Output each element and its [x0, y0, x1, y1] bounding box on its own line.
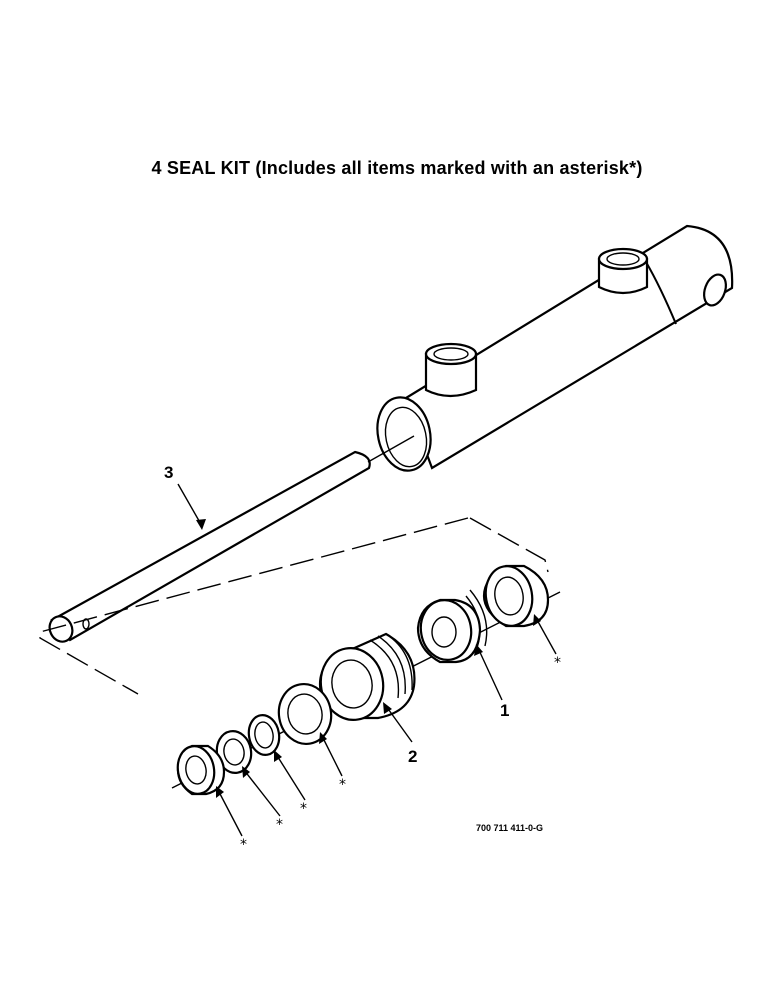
- rod-seal: [277, 683, 333, 745]
- wiper-seal-left: [176, 744, 226, 796]
- backup-ring: [215, 730, 253, 774]
- asterisk-mark: *: [240, 837, 247, 853]
- callout-item-2: 2: [408, 747, 417, 766]
- barrel-port-1: [424, 342, 478, 398]
- assembly-dash-line: [39, 517, 549, 695]
- asterisk-mark: *: [300, 801, 307, 817]
- asterisk-mark: *: [554, 655, 561, 671]
- cylinder-barrel: [376, 224, 734, 472]
- o-ring: [247, 714, 281, 756]
- asterisk-mark: *: [339, 777, 346, 793]
- wiper-seal-right: [482, 564, 550, 628]
- gland: [318, 632, 416, 721]
- seal-kit-title: 4 SEAL KIT (Includes all items marked wi…: [151, 158, 643, 178]
- drawing-number: 700 711 411-0-G: [476, 823, 543, 833]
- leader-lines: [177, 483, 557, 837]
- asterisk-mark: *: [276, 817, 283, 833]
- callout-item-1: 1: [500, 701, 509, 720]
- piston: [416, 589, 488, 664]
- callout-item-3: 3: [164, 463, 173, 482]
- barrel-port-2: [597, 247, 649, 295]
- piston-rod: [48, 435, 415, 643]
